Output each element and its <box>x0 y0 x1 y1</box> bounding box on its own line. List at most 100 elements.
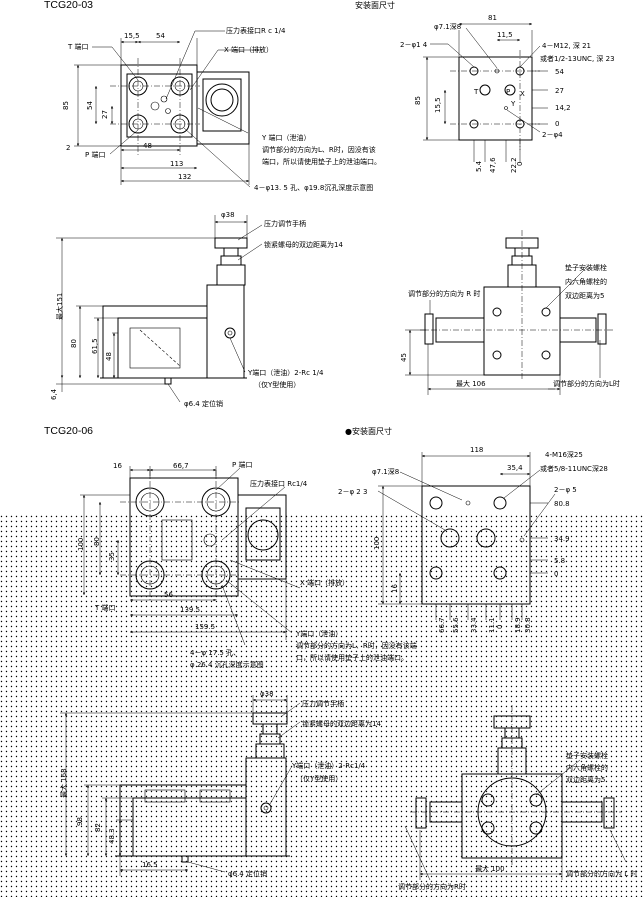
bplan-gauge: 压力表接口 Rc1/4 <box>250 479 308 488</box>
bmdim-80-8: 80.8 <box>554 500 570 508</box>
mdim-27: 27 <box>555 87 564 95</box>
dim-48: 48 <box>143 142 152 150</box>
bside-48-3: 48.3 <box>108 828 116 844</box>
bplan-y-note-2: 调节部分的方向为L、R时，因没有该端 <box>296 641 417 650</box>
side-view-06 <box>60 695 301 876</box>
bmdim-unc: 或者5/8-11UNC深28 <box>540 464 608 473</box>
bplan-x-port: X 端口（排放） <box>300 578 349 587</box>
side-dim-151: 最大151 <box>55 293 64 320</box>
dim-113: 113 <box>170 160 183 168</box>
bmdim-118: 118 <box>470 446 483 454</box>
mdim-11-5: 11,5 <box>497 31 513 39</box>
side-dim-80: 80 <box>70 339 78 348</box>
bfront-100: 最大 100 <box>475 864 505 873</box>
bside-pin: φ6.4 定位销 <box>228 869 267 878</box>
dim-2: 2 <box>66 144 70 152</box>
bmtick-2: 33.4 <box>470 617 478 633</box>
side-y-only: （仅Y型使用） <box>254 380 300 389</box>
side-dim-phi38: φ38 <box>221 211 235 219</box>
mount-port-p: P <box>506 88 510 96</box>
front-bolt-2: 内六角螺栓的 <box>565 277 607 286</box>
mdim-0-right: 0 <box>555 120 559 128</box>
mount-port-x: X <box>520 90 525 98</box>
bplan-y-note-3: 口，所以请使用垫子上的泄油端口。 <box>296 653 408 662</box>
side-view-03 <box>56 215 263 403</box>
bmtick-0: 66.7 <box>438 617 446 633</box>
mdim-22-2: 22.2 <box>510 157 518 173</box>
p-port-label: P 端口 <box>85 150 105 159</box>
dim-132: 132 <box>178 173 191 181</box>
dim-27: 27 <box>101 110 109 119</box>
bmdim-16: 16 <box>391 584 399 593</box>
bfront-r-dir: 调节部分的方向为R时 <box>398 882 466 891</box>
dim-85: 85 <box>62 101 70 110</box>
bside-16-5: 16.5 <box>142 861 158 869</box>
mount-face-06 <box>377 452 556 620</box>
model-title-03: TCG20-03 <box>44 0 93 11</box>
bmdim-0: 0 <box>554 570 558 578</box>
dim-54: 54 <box>156 32 165 40</box>
mount-port-y: Y <box>510 100 516 108</box>
bside-y-only: （仅Y型使用） <box>296 774 342 783</box>
side-pin: φ6.4 定位销 <box>184 399 223 408</box>
bside-phi38: φ38 <box>260 690 274 698</box>
holes-note: 4－φ13. 5 孔、φ19.8沉孔深度示意图 <box>254 183 373 192</box>
plan-view-03 <box>74 30 262 188</box>
bmdim-2phi5: 2－φ 5 <box>554 486 577 494</box>
mdim-14-2: 14,2 <box>555 104 571 112</box>
mdim-0-bottom: 0 <box>516 162 524 166</box>
bside-98: 98 <box>76 817 84 826</box>
bmdim-2phi23: 2－φ 2 3 <box>338 488 367 496</box>
mount-title-06: ●安装面尺寸 <box>345 426 392 436</box>
mount-title-03: 安装面尺寸 <box>355 0 395 10</box>
dim-15-5: 15,5 <box>124 32 140 40</box>
bmdim-5-8: 5.8 <box>554 557 565 565</box>
bplan-y-note-1: Y端口（泄油） <box>295 629 342 638</box>
side-dim-48: 48 <box>105 352 113 361</box>
bside-nut: 锁紧螺母的双边距离为14 <box>302 719 381 728</box>
mount-port-t: T <box>473 88 479 96</box>
mdim-81: 81 <box>488 14 497 22</box>
front-view-06 <box>404 705 627 881</box>
front-bolt-1: 垫子安装螺栓 <box>565 263 607 272</box>
y-port-note-3: 端口，所以请使用垫子上的泄油端口。 <box>262 157 381 166</box>
model-title-06: TCG20-06 <box>44 425 93 437</box>
mdim-85: 85 <box>414 96 422 105</box>
bfront-l-dir: 调节部分的方向为 L 时 <box>566 869 637 878</box>
bmdim-35-4: 35,4 <box>507 464 523 472</box>
mdim-2phi14: 2－φ1 4 <box>400 41 428 49</box>
x-port-label: X 端口（排放） <box>224 45 273 54</box>
bdim-56: 56 <box>164 591 173 599</box>
front-r-dir: 调节部分的方向为 R 时 <box>408 289 480 298</box>
bfront-bolt-2: 内六角螺栓的 <box>566 763 608 772</box>
bmdim-100: 100 <box>373 537 381 550</box>
bplan-p-port: P 端口 <box>232 460 252 469</box>
front-dim-45: 45 <box>400 353 408 362</box>
y-port-note-1: Y 端口（泄油） <box>261 133 311 142</box>
mdim-2phi4: 2－φ4 <box>542 131 563 139</box>
side-handle-label: 压力调节手柄 <box>264 219 306 228</box>
mdim-15-5: 15,5 <box>434 97 442 113</box>
bfront-bolt-3: 双边距离为5 <box>566 775 605 784</box>
bplan-holes-2: φ 26.4 沉孔深度示意图 <box>190 660 264 669</box>
bmdim-m16: 4-M16深25 <box>545 450 583 459</box>
bdim-35: 35 <box>108 552 116 561</box>
mount-face-03 <box>423 22 548 162</box>
y-port-note-2: 调节部分的方向为L、R时，因没有该 <box>262 145 376 154</box>
gauge-port-label: 压力表接口R c 1/4 <box>226 26 286 35</box>
bside-168: 最大 168 <box>59 768 68 798</box>
side-nut-label: 锁紧螺母的双边距离为14 <box>264 240 343 249</box>
bside-82: 82 <box>94 823 102 832</box>
t-port-label: T 端口 <box>67 42 89 51</box>
bdim-139-5: 139.5 <box>180 606 200 614</box>
bmtick-5: 18.9 <box>514 617 522 633</box>
bmdim-71: φ7.1深8 <box>372 467 399 476</box>
mdim-m12: 4－M12, 深 21 <box>542 41 591 50</box>
side-dim-61-5: 61,5 <box>91 338 99 354</box>
plan-view-06 <box>80 466 301 646</box>
mdim-71: φ7.1深8 <box>434 22 461 31</box>
bmdim-34-9: 34.9 <box>554 535 570 543</box>
dim-54v: 54 <box>86 101 94 110</box>
bdim-159-5: 159.5 <box>195 623 215 631</box>
